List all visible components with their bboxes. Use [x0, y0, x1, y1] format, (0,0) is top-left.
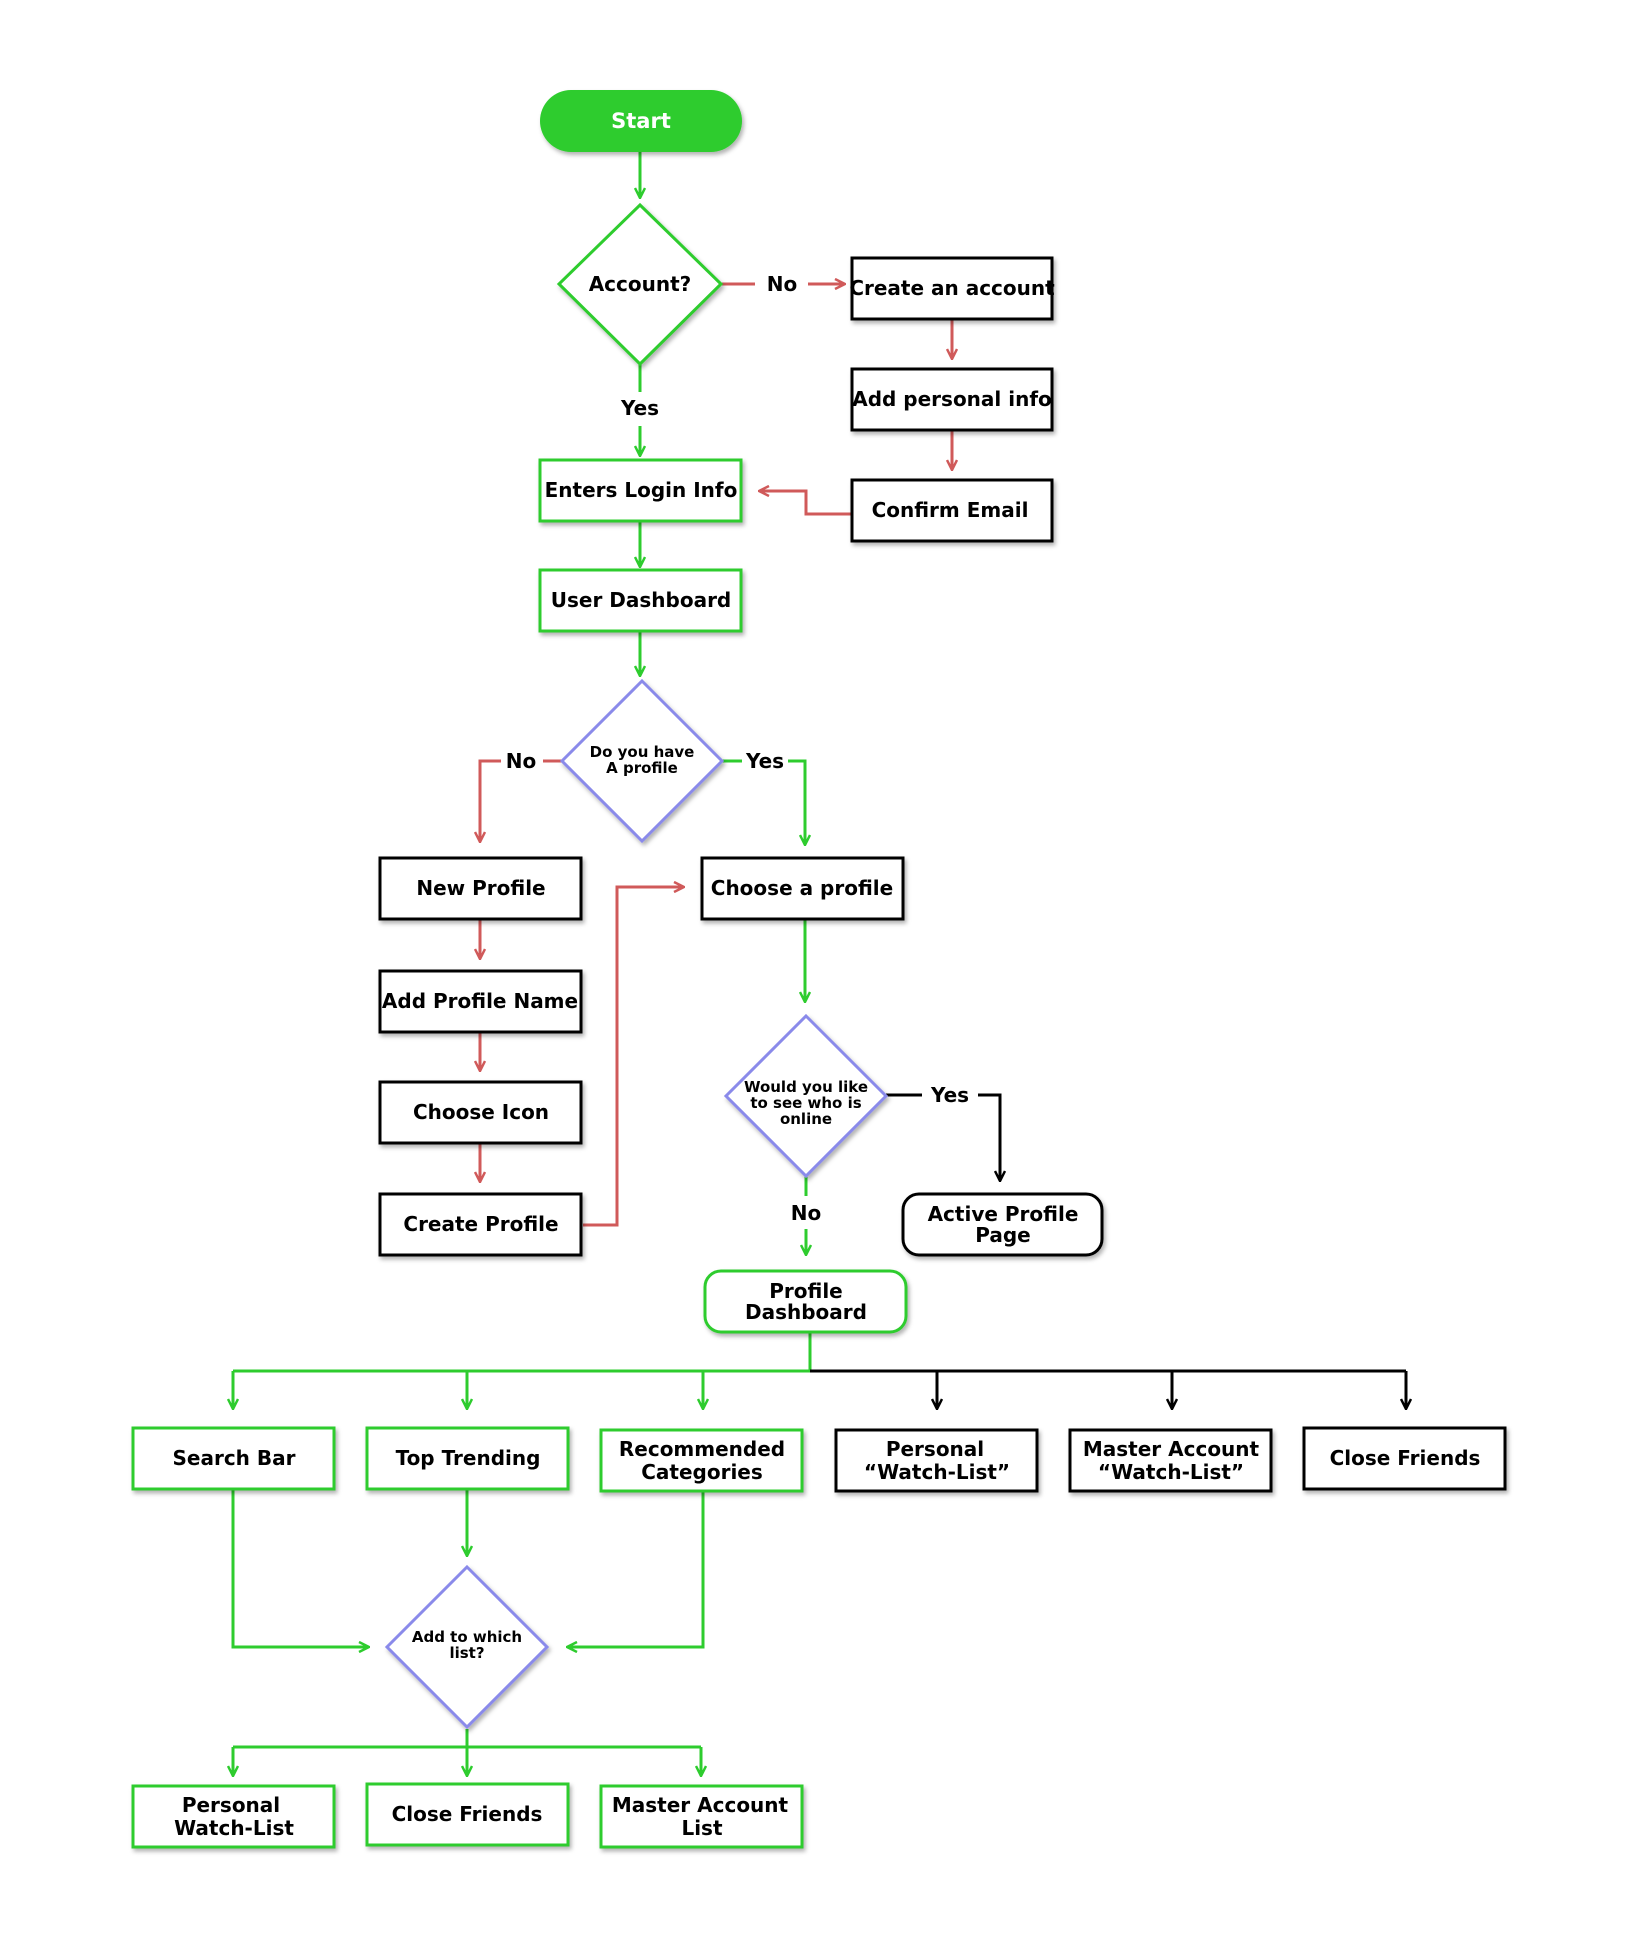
create-profile-box: Create Profile — [378, 1192, 583, 1257]
master-account-watchlist-box: Master Account “Watch-List” — [1068, 1428, 1273, 1493]
personal-watchlist-line-2: “Watch-List” — [864, 1460, 1010, 1484]
profile-dashboard-line-1: Profile — [769, 1279, 843, 1303]
account-decision: Account? — [556, 202, 724, 367]
master-account-list-box: Master Account List — [599, 1784, 804, 1849]
top-trending-label: Top Trending — [396, 1446, 541, 1470]
personal-watchlist-bottom-line-1: Personal — [182, 1793, 280, 1817]
edge-label-online-yes: Yes — [930, 1083, 969, 1107]
edge-label-profile-yes: Yes — [745, 749, 784, 773]
online-decision-line-3: online — [780, 1110, 832, 1128]
edge-label-profile-no: No — [506, 749, 536, 773]
search-bar-box: Search Bar — [131, 1426, 336, 1491]
online-decision-line-2: to see who is — [750, 1094, 861, 1112]
user-dashboard-label: User Dashboard — [551, 588, 732, 612]
edge-label-account-no: No — [767, 272, 797, 296]
active-profile-page-line-2: Page — [975, 1223, 1031, 1247]
profile-decision-line-1: Do you have — [590, 743, 695, 761]
add-personal-info-box: Add personal info — [850, 367, 1054, 432]
recommended-categories-line-2: Categories — [641, 1460, 763, 1484]
add-profile-name-label: Add Profile Name — [382, 989, 578, 1013]
edge-profile-no-arrow — [480, 759, 501, 842]
choose-profile-label: Choose a profile — [711, 876, 893, 900]
create-profile-label: Create Profile — [403, 1212, 558, 1236]
personal-watchlist-bottom-line-2: Watch-List — [174, 1816, 294, 1840]
add-to-list-line-2: list? — [449, 1644, 484, 1662]
master-account-list-line-1: Master Account — [612, 1793, 789, 1817]
edge-label-account-yes: Yes — [620, 396, 659, 420]
add-personal-info-label: Add personal info — [852, 387, 1052, 411]
close-friends-top-label: Close Friends — [1330, 1446, 1481, 1470]
online-decision: Would you like to see who is online — [723, 1013, 889, 1179]
create-account-label: Create an account — [849, 276, 1055, 300]
add-to-list-line-1: Add to which — [412, 1628, 522, 1646]
edge-confirm-login — [759, 491, 852, 516]
add-profile-name-box: Add Profile Name — [378, 969, 583, 1034]
recommended-categories-line-1: Recommended — [619, 1437, 785, 1461]
edge-create-choose — [583, 887, 684, 1227]
edge-recommended-addlist — [567, 1490, 705, 1647]
edge-label-online-no: No — [791, 1201, 821, 1225]
account-decision-label: Account? — [589, 272, 692, 296]
close-friends-bottom-label: Close Friends — [392, 1802, 543, 1826]
profile-decision: Do you have A profile — [559, 678, 725, 844]
personal-watchlist-box: Personal “Watch-List” — [834, 1428, 1039, 1493]
new-profile-label: New Profile — [416, 876, 545, 900]
edge-online-yes-arrow — [978, 1093, 1000, 1181]
choose-profile-box: Choose a profile — [700, 856, 905, 921]
close-friends-top-box: Close Friends — [1302, 1426, 1507, 1491]
profile-dashboard-box: Profile Dashboard — [703, 1269, 908, 1334]
personal-watchlist-bottom-box: Personal Watch-List — [131, 1784, 336, 1849]
profile-decision-line-2: A profile — [606, 759, 678, 777]
active-profile-page-box: Active Profile Page — [901, 1192, 1104, 1257]
close-friends-bottom-box: Close Friends — [365, 1782, 570, 1847]
profile-dashboard-line-2: Dashboard — [745, 1300, 867, 1324]
personal-watchlist-line-1: Personal — [886, 1437, 984, 1461]
choose-icon-box: Choose Icon — [378, 1080, 583, 1145]
top-trending-box: Top Trending — [365, 1426, 570, 1491]
master-account-watchlist-line-2: “Watch-List” — [1098, 1460, 1244, 1484]
edge-search-addlist — [231, 1490, 369, 1647]
confirm-email-box: Confirm Email — [850, 478, 1054, 543]
start-node: Start — [540, 90, 742, 152]
enters-login-label: Enters Login Info — [545, 478, 738, 502]
edge-dashboard-bus-green — [233, 1332, 812, 1373]
edge-profile-yes-arrow — [788, 759, 805, 845]
active-profile-page-line-1: Active Profile — [928, 1202, 1079, 1226]
choose-icon-label: Choose Icon — [413, 1100, 549, 1124]
online-decision-line-1: Would you like — [744, 1078, 868, 1096]
confirm-email-label: Confirm Email — [872, 498, 1029, 522]
enters-login-box: Enters Login Info — [538, 458, 743, 523]
start-label: Start — [611, 109, 671, 133]
master-account-list-line-2: List — [681, 1816, 723, 1840]
master-account-watchlist-line-1: Master Account — [1083, 1437, 1260, 1461]
user-dashboard-box: User Dashboard — [538, 568, 743, 633]
search-bar-label: Search Bar — [173, 1446, 296, 1470]
add-to-list-decision: Add to which list? — [384, 1564, 550, 1730]
create-account-box: Create an account — [849, 256, 1055, 321]
recommended-categories-box: Recommended Categories — [599, 1428, 804, 1493]
new-profile-box: New Profile — [378, 856, 583, 921]
